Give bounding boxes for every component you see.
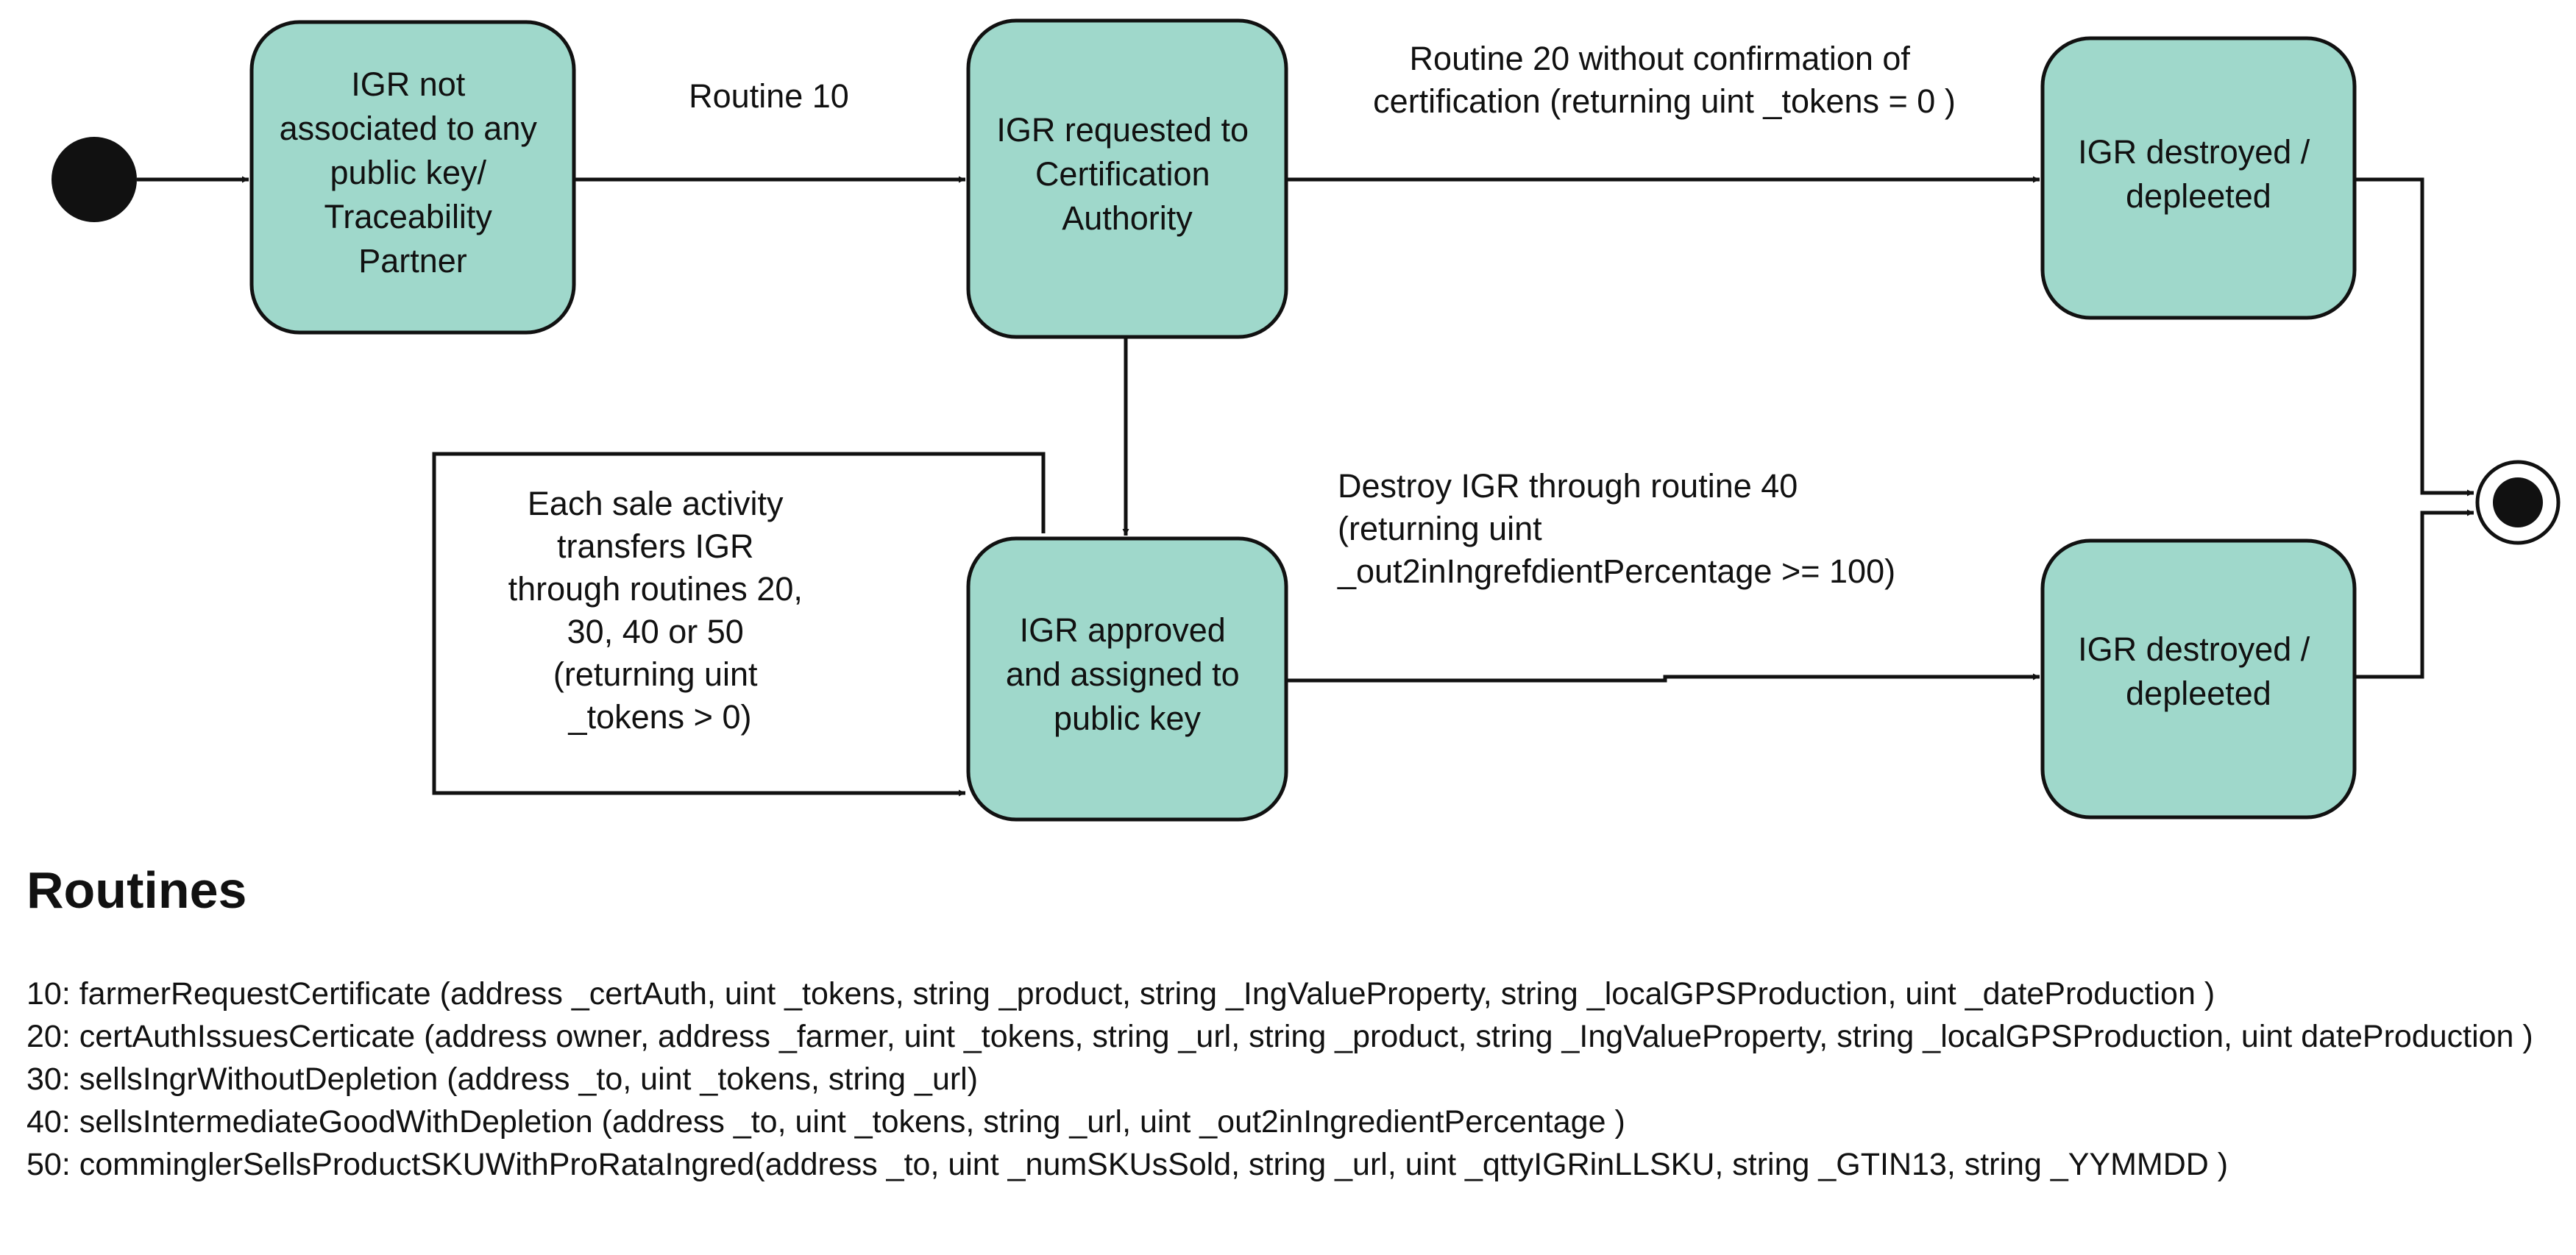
- routines-heading: Routines: [26, 861, 247, 919]
- state-not-associated: IGR not associated to any public key/ Tr…: [249, 20, 576, 335]
- routine-50: 50: comminglerSellsProductSKUWithProRata…: [26, 1147, 2229, 1182]
- routine-20: 20: certAuthIssuesCerticate (address own…: [26, 1019, 2533, 1054]
- svg-text:IGR approved and assigne: IGR approved and assigned to public key: [1006, 611, 1249, 737]
- svg-text:IGR requested to Certifi: IGR requested to Certification Authority: [996, 111, 1257, 237]
- routine-30: 30: sellsIngrWithoutDepletion (address _…: [26, 1062, 979, 1097]
- svg-text:IGR not associated to an: IGR not associated to any public key/ Tr…: [280, 65, 547, 280]
- final-node: [2475, 460, 2561, 545]
- state-approved: IGR approved and assigned to public key: [966, 536, 1288, 822]
- svg-text:IGR destroyed / depleete: IGR destroyed / depleeted: [2078, 133, 2319, 215]
- label-routine-20-no-confirmation: Routine 20 without confirmation of certi…: [1373, 40, 1956, 120]
- label-destroy-routine-40: Destroy IGR through routine 40 (returnin…: [1337, 467, 1895, 590]
- state-destroyed-top: IGR destroyed / depleeted: [2040, 36, 2357, 320]
- state-diagram: IGR not associated to any public key/ Tr…: [52, 18, 2561, 822]
- routine-10: 10: farmerRequestCertificate (address _c…: [26, 976, 2215, 1012]
- initial-node: [52, 137, 137, 222]
- label-sale-activity-loop: Each sale activity transfers IGR through…: [508, 485, 812, 736]
- svg-text:IGR destroyed / depleete: IGR destroyed / depleeted: [2078, 630, 2319, 712]
- routine-40: 40: sellsIntermediateGoodWithDepletion (…: [26, 1104, 1625, 1140]
- state-requested: IGR requested to Certification Authority: [966, 18, 1288, 339]
- routines-list: 10: farmerRequestCertificate (address _c…: [26, 973, 2558, 1186]
- transition-lines: [137, 176, 2474, 797]
- state-destroyed-bottom: IGR destroyed / depleeted: [2040, 538, 2357, 820]
- label-routine-10: Routine 10: [689, 77, 849, 115]
